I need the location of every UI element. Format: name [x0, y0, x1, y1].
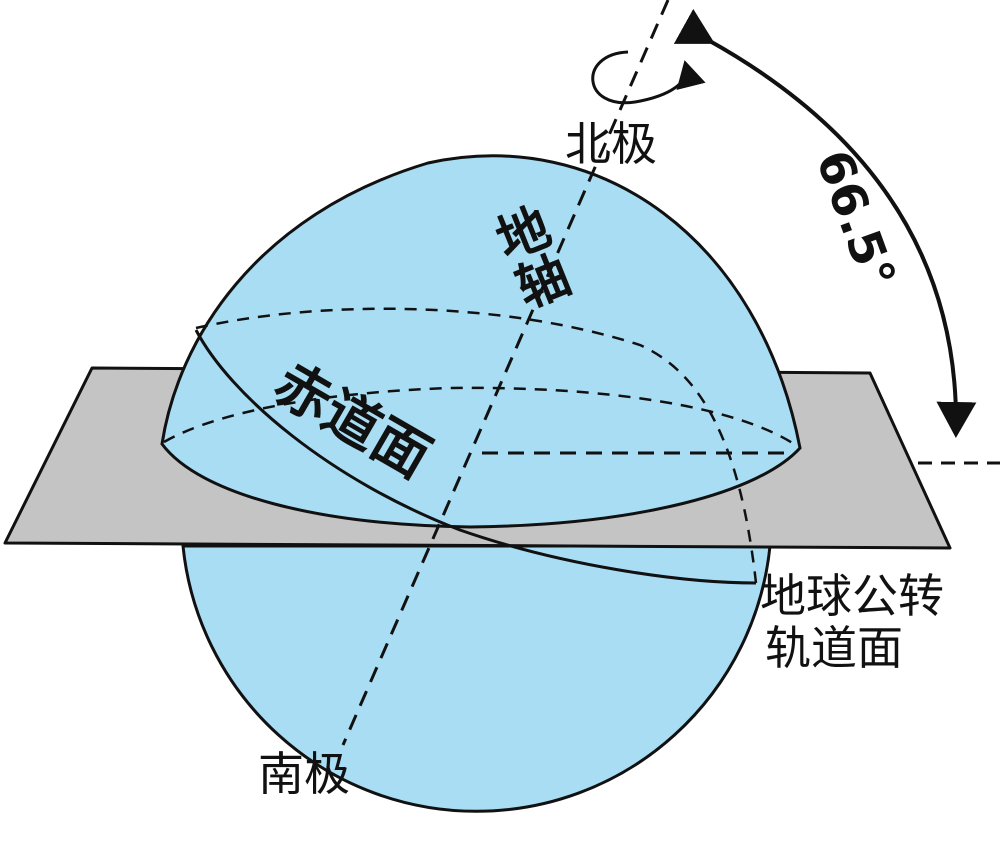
- earth-axis-line: [341, 0, 670, 746]
- orbit-plane-label-line1: 地球公转: [760, 569, 944, 623]
- upper-hemisphere: [160, 154, 802, 529]
- south-pole-label: 南极: [258, 747, 350, 801]
- tilt-angle-label: 66.5°: [805, 143, 906, 296]
- north-pole-label: 北极: [565, 117, 657, 171]
- rotation-arrow-icon: [591, 50, 706, 105]
- lower-hemisphere: [181, 544, 772, 813]
- tilt-angle-arc: [673, 8, 977, 438]
- orbit-plane-label-line2: 轨道面: [765, 621, 903, 675]
- equator-back-edge: [195, 307, 758, 584]
- equator-front-edge: [194, 329, 757, 585]
